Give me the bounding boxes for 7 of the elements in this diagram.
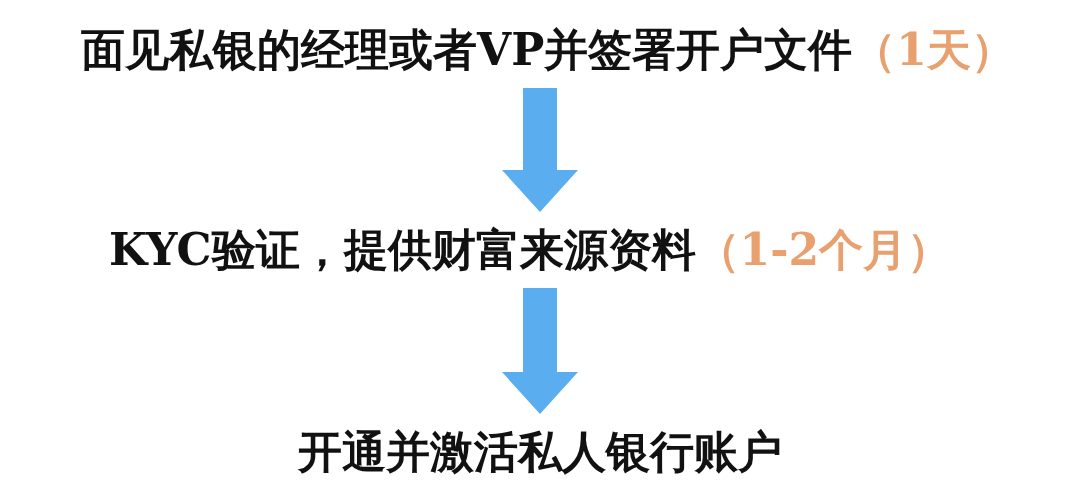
duration-text: （1天） (852, 24, 1015, 75)
step-text: 开通并激活私人银行账户 (298, 426, 782, 477)
down-arrow (502, 288, 578, 414)
down-arrow (502, 88, 578, 212)
step-text: 面见私银的经理或者VP并签署开户文件 (81, 24, 853, 75)
step-text: KYC验证，提供财富来源资料 (108, 224, 696, 275)
duration-text: （1-2个月） (695, 224, 952, 275)
